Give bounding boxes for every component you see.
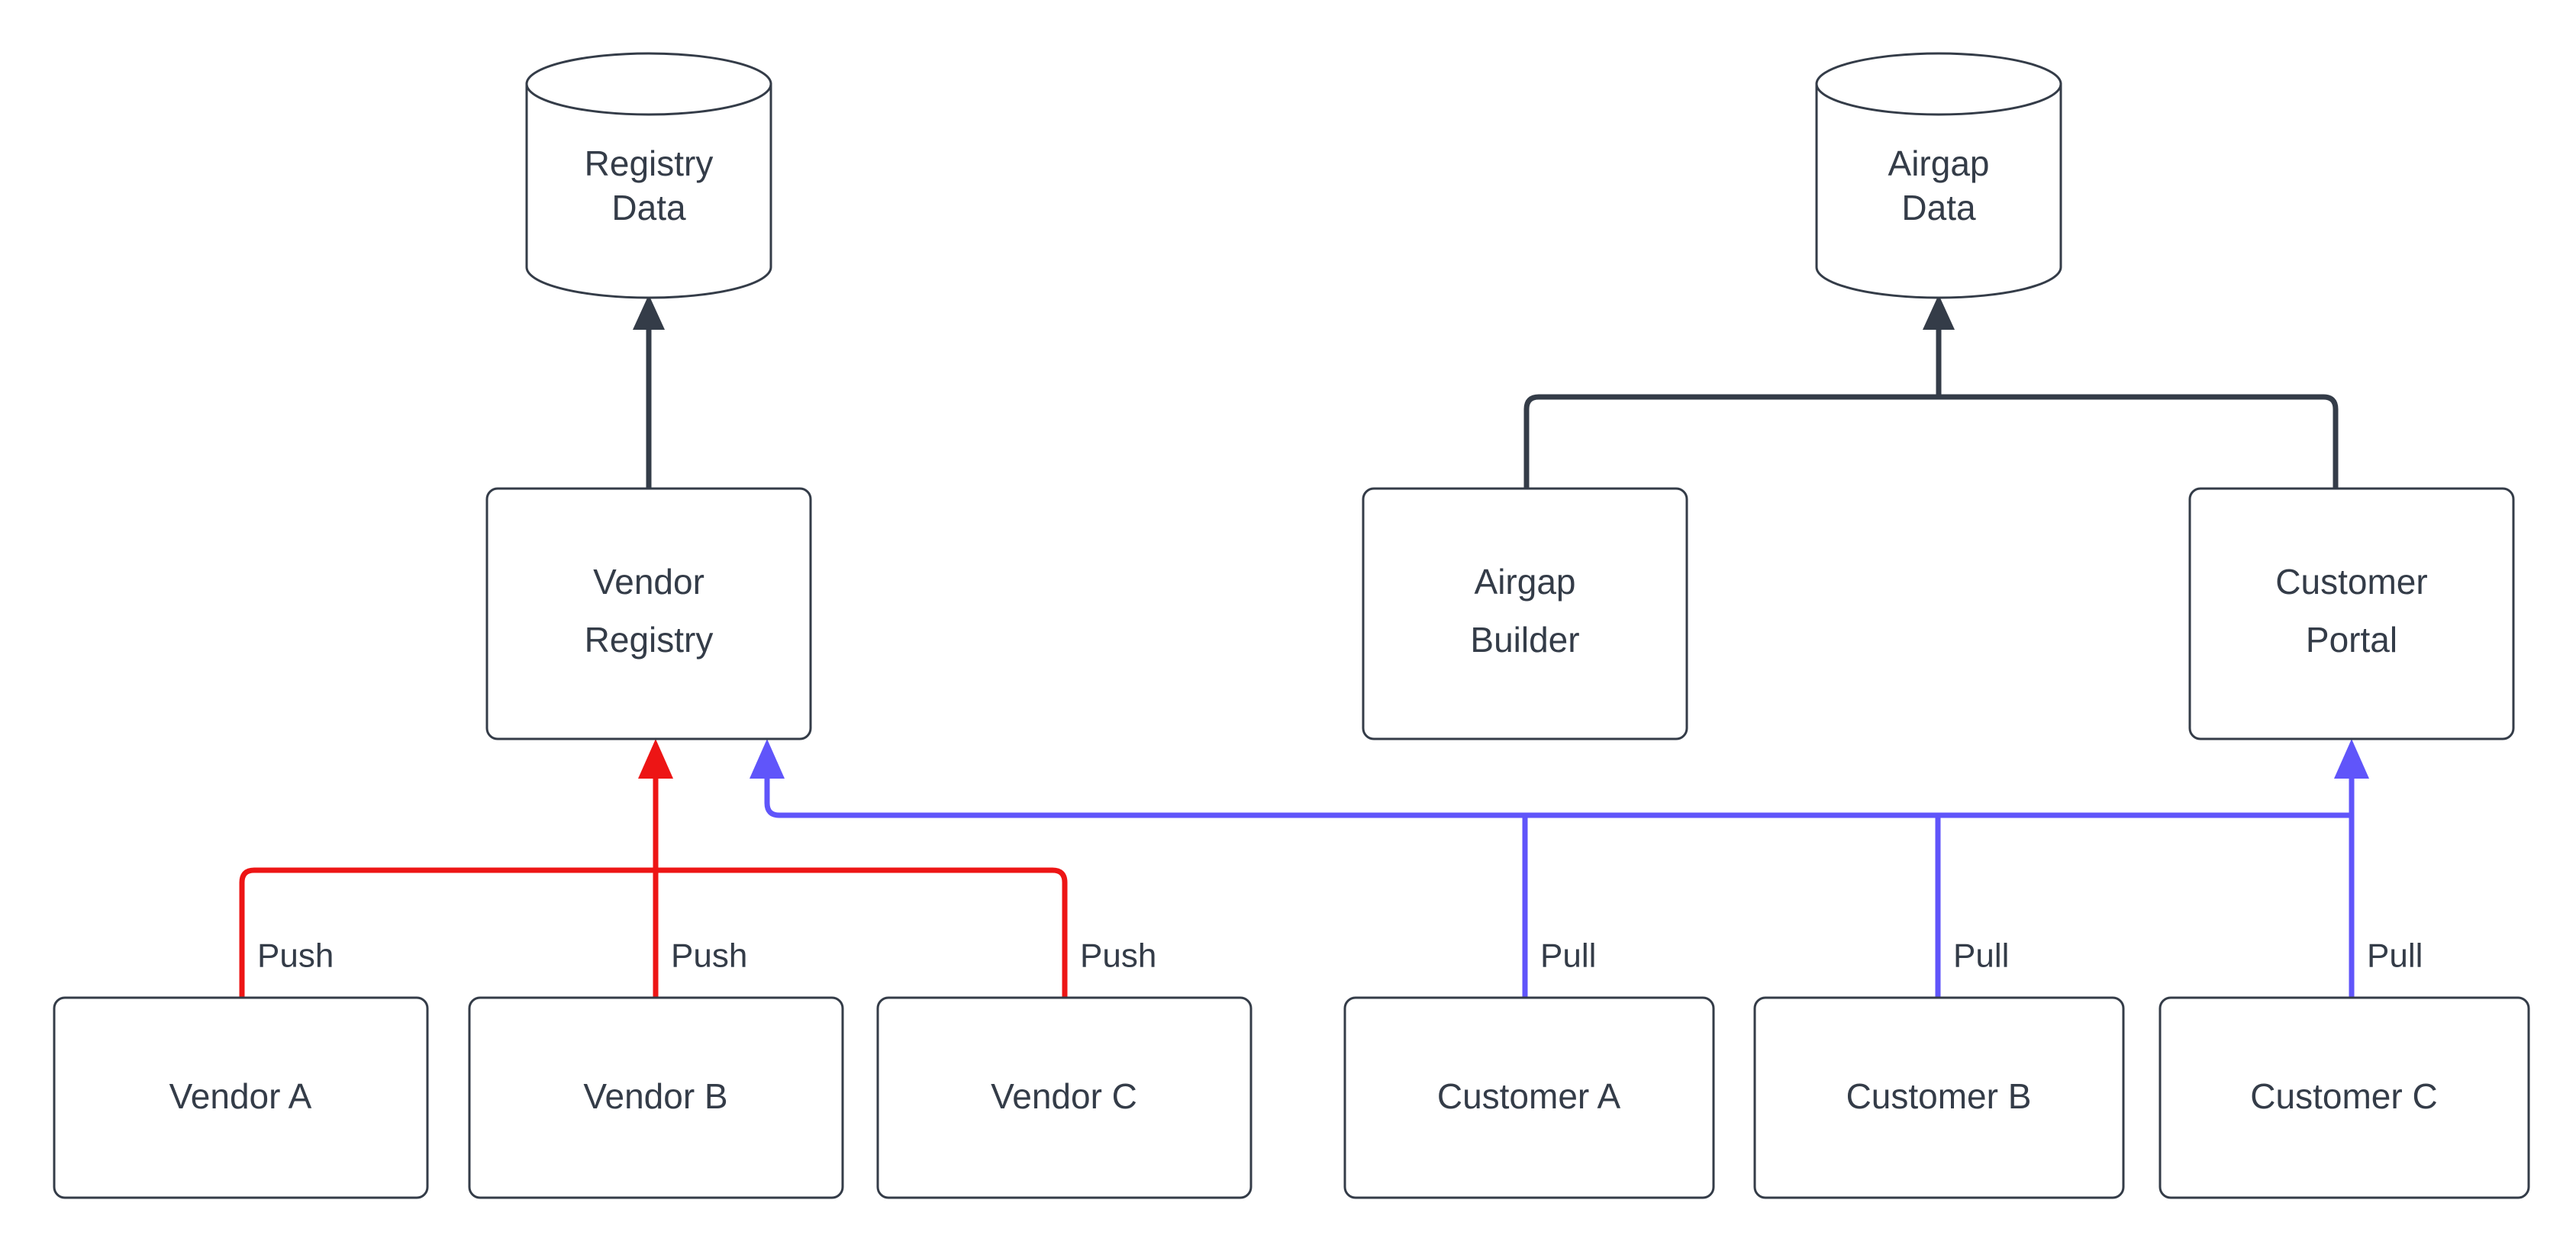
node-label-line1: Registry xyxy=(585,144,714,183)
arrow-head-up-icon xyxy=(633,295,665,330)
node-label: Vendor B xyxy=(583,1076,727,1116)
node-box xyxy=(1343,996,1715,1199)
edge-airgap-bracket-to-airgap-data xyxy=(1523,295,2339,489)
node-customer-b[interactable]: Customer B xyxy=(1753,996,2125,1199)
node-label-line2: Portal xyxy=(2306,620,2397,660)
edge-vendor-registry-to-registry-data xyxy=(633,295,665,489)
node-customer-a[interactable]: Customer A xyxy=(1343,996,1715,1199)
arrow-head-up-icon xyxy=(750,739,785,779)
cylinder-top xyxy=(525,52,772,116)
node-box xyxy=(1362,487,1688,740)
node-airgap-builder[interactable]: Airgap Builder xyxy=(1362,487,1688,740)
node-label-line1: Airgap xyxy=(1888,144,1990,183)
node-vendor-a[interactable]: Vendor A xyxy=(53,996,429,1199)
edge-label-pull-b: Pull xyxy=(1953,937,2009,975)
edge-label-pull-a: Pull xyxy=(1540,937,1596,975)
arrow-head-up-icon xyxy=(638,739,673,779)
node-customer-portal[interactable]: Customer Portal xyxy=(2188,487,2515,740)
node-vendor-registry[interactable]: Vendor Registry xyxy=(485,487,812,740)
node-label: Customer C xyxy=(2250,1076,2437,1116)
node-label-line2: Builder xyxy=(1470,620,1579,660)
edge-label-push-b: Push xyxy=(671,937,747,975)
cylinder-body xyxy=(1815,82,2062,299)
node-customer-c[interactable]: Customer C xyxy=(2158,996,2530,1199)
edge-label-push-c: Push xyxy=(1080,937,1156,975)
node-label-line2: Data xyxy=(1901,188,1976,227)
edge-label-push-a: Push xyxy=(257,937,334,975)
node-vendor-c[interactable]: Vendor C xyxy=(876,996,1253,1199)
node-label-line2: Data xyxy=(611,188,686,227)
node-label-line1: Customer xyxy=(2275,562,2427,602)
node-box xyxy=(2158,996,2530,1199)
node-label-line2: Registry xyxy=(585,620,714,660)
arrow-head-up-icon xyxy=(2334,739,2369,779)
node-label-line1: Airgap xyxy=(1475,562,1576,602)
node-box xyxy=(53,996,429,1199)
edge-label-pull-c: Pull xyxy=(2367,937,2423,975)
node-registry-data[interactable]: Registry Data xyxy=(525,52,772,299)
edge-push-group xyxy=(239,739,1068,998)
cylinder-top xyxy=(1815,52,2062,116)
node-label: Customer B xyxy=(1846,1076,2032,1116)
node-label: Vendor C xyxy=(991,1076,1137,1116)
node-label-line1: Vendor xyxy=(593,562,704,602)
edge-pull-trunk xyxy=(764,760,2352,818)
node-box xyxy=(876,996,1253,1199)
arrow-head-up-icon xyxy=(1923,295,1955,330)
node-box xyxy=(485,487,812,740)
node-airgap-data[interactable]: Airgap Data xyxy=(1815,52,2062,299)
node-label: Customer A xyxy=(1437,1076,1621,1116)
cylinder-body xyxy=(525,82,772,299)
node-box xyxy=(468,996,844,1199)
edge-bracket xyxy=(1523,394,2339,489)
node-label: Vendor A xyxy=(169,1076,312,1116)
node-box xyxy=(1753,996,2125,1199)
node-box xyxy=(2188,487,2515,740)
node-vendor-b[interactable]: Vendor B xyxy=(468,996,844,1199)
edge-pull-group xyxy=(750,739,2369,998)
